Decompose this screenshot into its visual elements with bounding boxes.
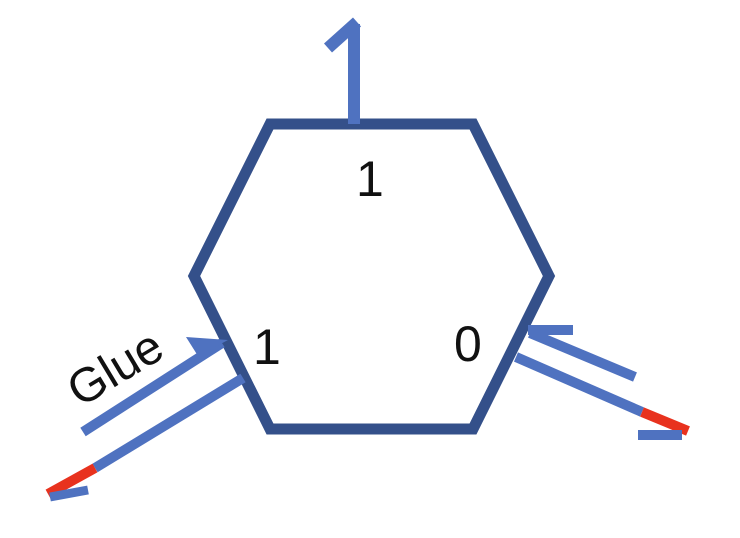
top-glue-arrow (323, 17, 362, 124)
glue-label: Glue (58, 320, 172, 418)
left-red-tip (45, 463, 98, 499)
right-edge-label: 0 (454, 316, 482, 372)
left-outgoing-arrow (45, 373, 246, 502)
left-incoming-glue-arrow (80, 337, 228, 437)
top-edge-label: 1 (356, 151, 384, 207)
left-arrowhead (186, 337, 228, 356)
left-edge-label: 1 (253, 319, 281, 375)
hexagon-tile (187, 118, 556, 435)
right-red-tip (640, 407, 690, 436)
right-outgoing-arrow (513, 352, 690, 440)
right-incoming-arrow (528, 325, 637, 382)
